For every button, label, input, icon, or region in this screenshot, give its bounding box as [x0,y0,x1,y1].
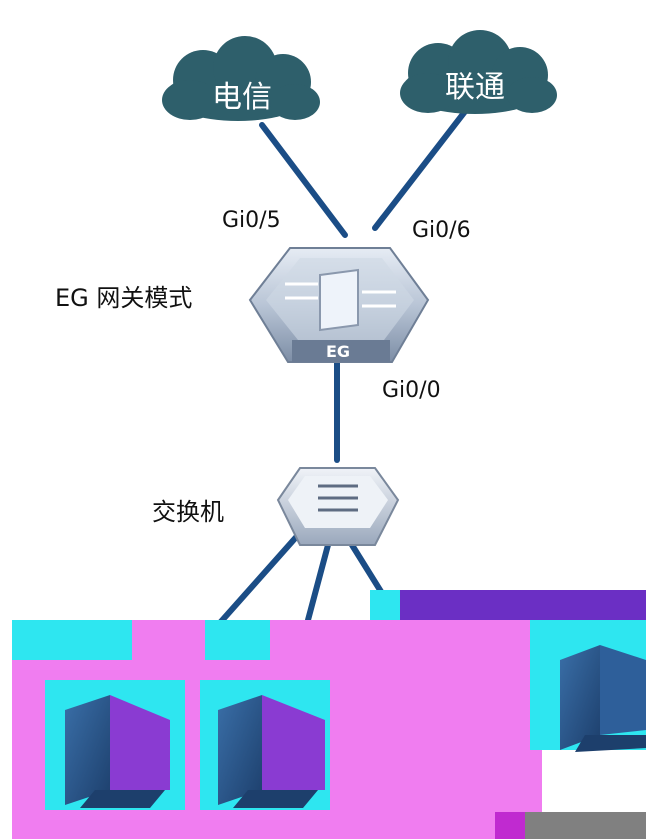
cloud-icon [400,30,557,114]
port-label-gi0-6: Gi0/6 [412,218,471,243]
switch-icon [276,467,400,546]
link-switch-to-pc-3 [349,542,388,601]
cloud-label-unicom: 联通 [445,70,505,105]
cloud-label-telecom: 电信 [212,80,272,115]
cloud-icon [162,36,320,121]
gateway-mode-label: EG 网关模式 [55,284,193,312]
desktop-computer-icon [65,695,170,808]
link-switch-to-pc-1 [215,532,301,628]
link-unicom-to-gateway [372,102,473,231]
link-telecom-to-gateway [259,122,348,238]
port-label-gi0-5: Gi0/5 [222,208,281,233]
switch-label: 交换机 [152,498,224,526]
gateway-device-label: EG [326,342,351,361]
link-switch-to-pc-2 [305,542,331,623]
desktop-computer-icon [560,645,646,752]
desktop-computer-icon [218,695,325,808]
gateway-router-icon [248,247,430,363]
port-label-gi0-0: Gi0/0 [382,378,441,403]
links [215,102,473,628]
